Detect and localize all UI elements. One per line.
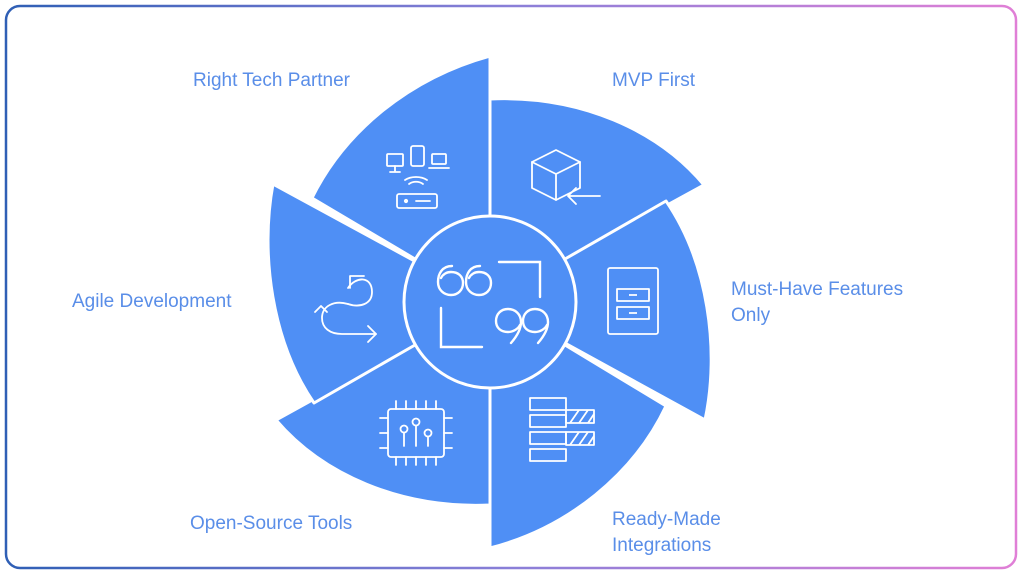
label-must-have: Must-Have Features Only <box>731 277 903 329</box>
devices-network-icon <box>386 145 450 209</box>
label-ready-made-line2: Integrations <box>612 535 712 556</box>
label-open-source-text: Open-Source Tools <box>190 513 353 534</box>
label-must-have-line1: Must-Have Features <box>731 279 904 300</box>
segment-agile <box>266 182 492 405</box>
circuit-chip-icon <box>379 400 453 466</box>
center-circle <box>402 214 578 390</box>
label-ready-made: Ready-Made Integrations <box>612 507 721 559</box>
quote-marks-icon <box>436 260 550 349</box>
label-must-have-line2: Only <box>731 305 771 326</box>
label-mvp-first: MVP First <box>612 68 695 94</box>
stacked-bars-icon <box>529 397 595 462</box>
filing-cabinet-icon <box>607 267 659 335</box>
label-right-tech-partner-text: Right Tech Partner <box>193 70 351 91</box>
label-open-source: Open-Source Tools <box>190 511 352 537</box>
cube-arrow-icon <box>531 149 601 205</box>
cycle-arrow-icon <box>314 275 377 343</box>
label-mvp-first-text: MVP First <box>612 70 696 91</box>
label-right-tech-partner: Right Tech Partner <box>193 68 350 94</box>
segment-must-have <box>488 199 713 422</box>
label-agile: Agile Development <box>72 289 231 315</box>
label-ready-made-line1: Ready-Made <box>612 509 721 530</box>
label-agile-text: Agile Development <box>72 291 232 312</box>
